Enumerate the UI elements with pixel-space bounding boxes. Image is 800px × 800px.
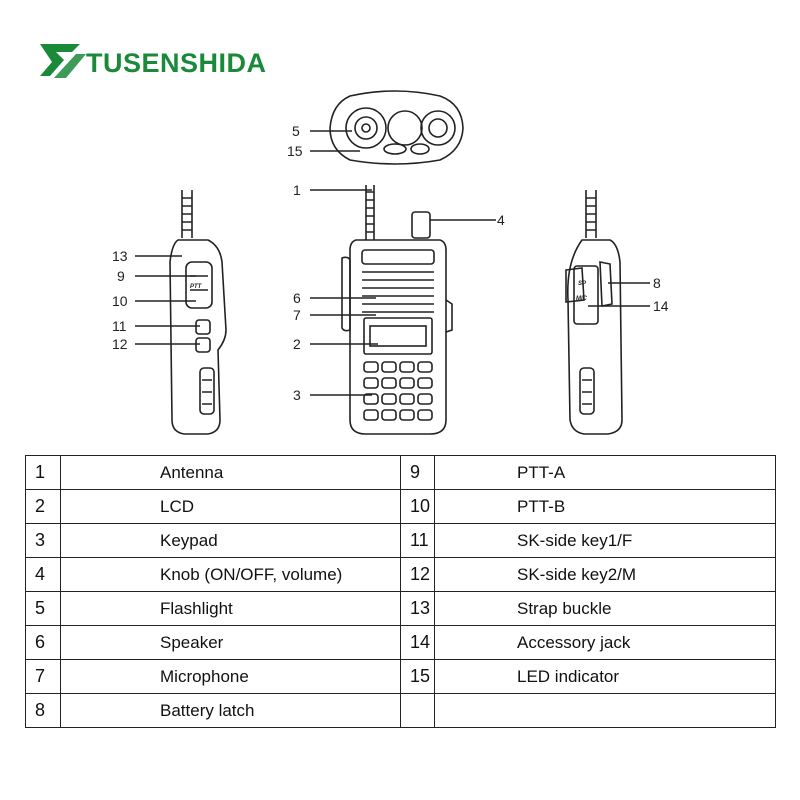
callout-4: 4 <box>497 212 505 228</box>
part-name <box>434 693 776 728</box>
callout-10: 10 <box>112 293 128 309</box>
radio-right-side-view <box>565 190 623 435</box>
part-name: Battery latch <box>60 693 401 728</box>
part-name: LCD <box>60 489 401 524</box>
part-name: SK-side key2/M <box>434 557 776 592</box>
mic-jack-label: MIC <box>576 296 588 302</box>
callout-8: 8 <box>653 275 661 291</box>
brand-logo-icon <box>40 44 86 78</box>
part-name: PTT-B <box>434 489 776 524</box>
callout-12: 12 <box>112 336 128 352</box>
radio-left-side-view <box>169 190 227 435</box>
part-number: 12 <box>400 557 435 592</box>
part-number: 4 <box>25 557 61 592</box>
part-name: Speaker <box>60 625 401 660</box>
part-number: 5 <box>25 591 61 626</box>
part-number: 8 <box>25 693 61 728</box>
callout-13: 13 <box>112 248 128 264</box>
ptt-key-label: PTT <box>190 284 203 290</box>
callout-leader-lines <box>135 130 650 396</box>
part-name: PTT-A <box>434 455 776 490</box>
callout-15: 15 <box>287 143 303 159</box>
radio-front-view <box>341 185 453 435</box>
callout-2: 2 <box>293 336 301 352</box>
part-number: 2 <box>25 489 61 524</box>
part-number: 3 <box>25 523 61 558</box>
callout-7: 7 <box>293 307 301 323</box>
callout-9: 9 <box>117 268 125 284</box>
callout-11: 11 <box>112 318 127 334</box>
radio-parts-diagram: PTT SP MIC 5 15 1 4 6 7 2 3 13 9 10 11 1… <box>112 90 669 435</box>
part-name: Microphone <box>60 659 401 694</box>
part-name: Knob (ON/OFF, volume) <box>60 557 401 592</box>
callout-3: 3 <box>293 387 301 403</box>
callout-6: 6 <box>293 290 301 306</box>
part-name: Accessory jack <box>434 625 776 660</box>
part-number: 13 <box>400 591 435 626</box>
part-name: Keypad <box>60 523 401 558</box>
part-name: Strap buckle <box>434 591 776 626</box>
callout-1: 1 <box>293 182 301 198</box>
brand-name: TUSENSHIDA <box>86 48 267 78</box>
part-name: SK-side key1/F <box>434 523 776 558</box>
part-number: 10 <box>400 489 435 524</box>
part-number: 1 <box>25 455 61 490</box>
part-number: 15 <box>400 659 435 694</box>
part-number: 6 <box>25 625 61 660</box>
part-number: 7 <box>25 659 61 694</box>
part-number: 14 <box>400 625 435 660</box>
callout-14: 14 <box>653 298 669 314</box>
part-number: 9 <box>400 455 435 490</box>
sp-jack-label: SP <box>578 281 587 287</box>
part-name: Antenna <box>60 455 401 490</box>
part-number <box>400 693 435 728</box>
part-name: Flashlight <box>60 591 401 626</box>
radio-top-view <box>329 90 464 165</box>
part-name: LED indicator <box>434 659 776 694</box>
part-number: 11 <box>400 523 435 558</box>
callout-5: 5 <box>292 123 300 139</box>
